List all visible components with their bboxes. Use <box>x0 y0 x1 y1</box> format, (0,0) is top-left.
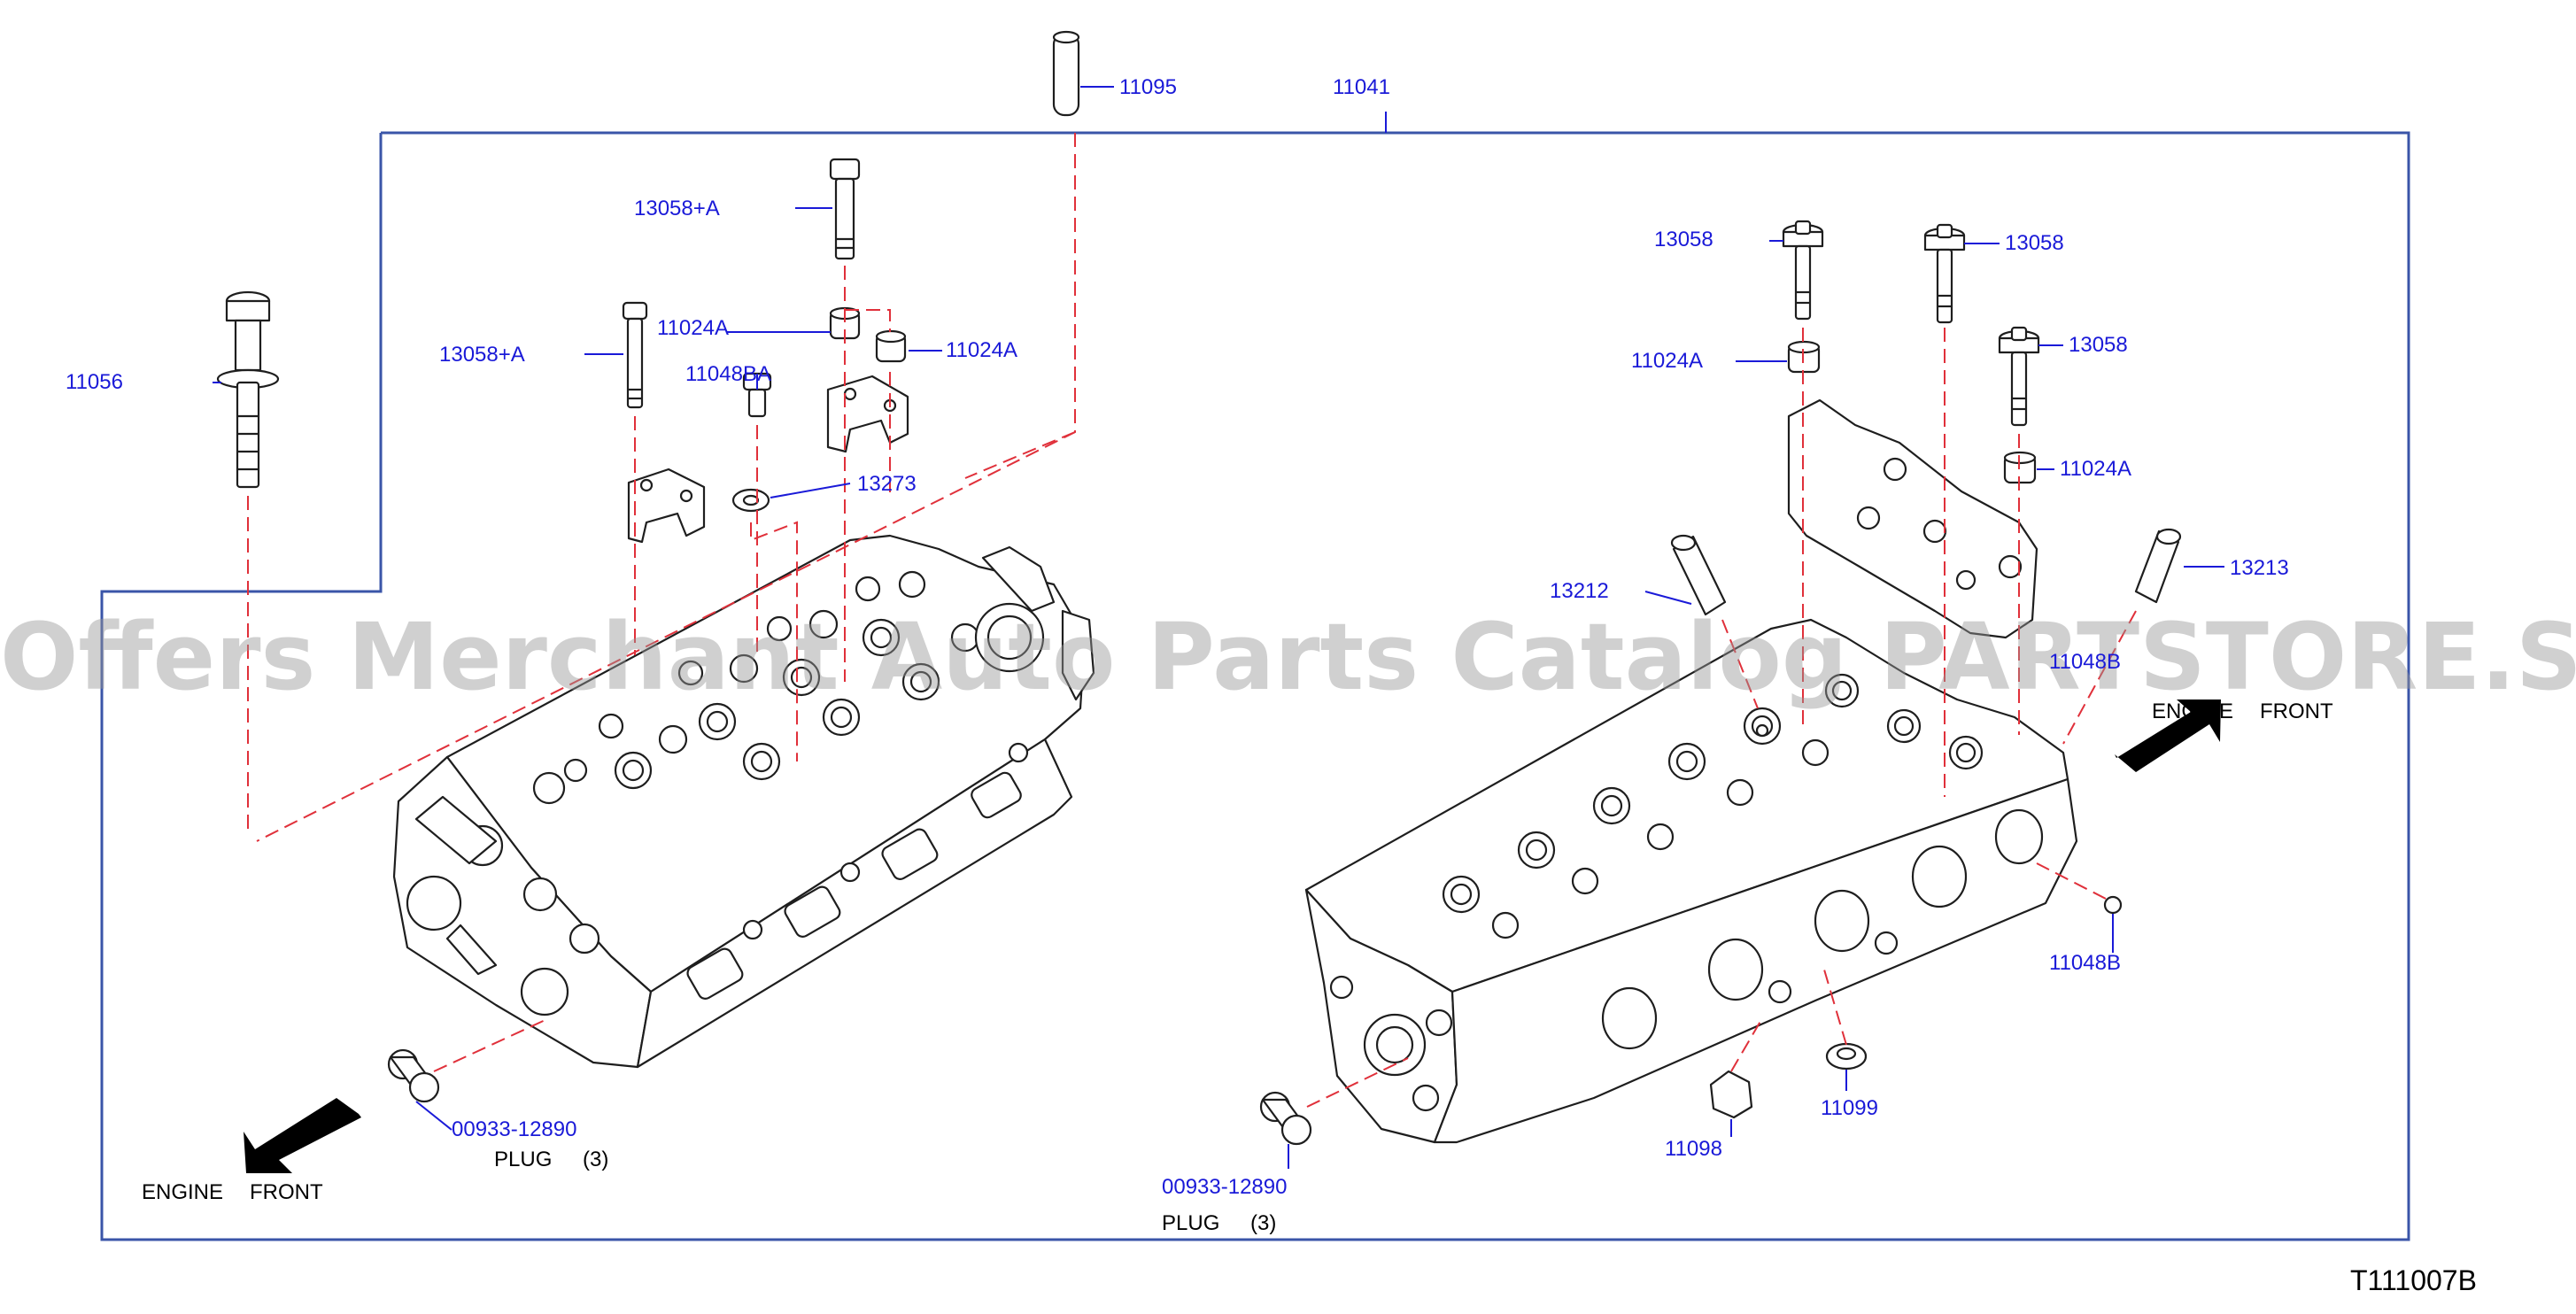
label-11095[interactable]: 11095 <box>1119 75 1177 99</box>
leader-lines <box>213 86 2224 1169</box>
bolt-13058A-top <box>829 158 861 260</box>
label-11024A-left1[interactable]: 11024A <box>657 316 729 340</box>
plug-00933-right <box>1259 1091 1312 1146</box>
sleeve-13213 <box>2134 528 2182 604</box>
bolt-13058-r3 <box>1998 326 2040 427</box>
bolt-13058-r1 <box>1782 220 1824 321</box>
nut-11098 <box>1709 1070 1753 1119</box>
washer-11099 <box>1825 1042 1868 1071</box>
dashed-alignment-lines <box>247 133 2137 1108</box>
right-cylinder-head <box>1304 398 2078 1144</box>
bolt-13058A-mid <box>622 301 648 409</box>
label-13273[interactable]: 13273 <box>857 472 917 496</box>
bolt-11056 <box>216 290 280 489</box>
label-11041[interactable]: 11041 <box>1333 75 1390 99</box>
plug-note-right: PLUG <box>1162 1211 1220 1235</box>
label-11048B-hidden[interactable]: 11048B <box>2049 650 2121 674</box>
plug-qty-right: (3) <box>1250 1211 1277 1235</box>
engine-front-arrow-right <box>2115 700 2221 772</box>
label-11048BA[interactable]: 11048BA <box>685 362 771 386</box>
label-11024A-left2[interactable]: 11024A <box>946 338 1017 362</box>
engine-front-left-engine: ENGINE <box>142 1180 224 1204</box>
cam-cap-left <box>826 375 909 453</box>
engine-front-left-front: FRONT <box>250 1180 323 1204</box>
washer-13273 <box>731 488 770 513</box>
label-11048B[interactable]: 11048B <box>2049 951 2121 975</box>
label-13213[interactable]: 13213 <box>2230 556 2289 580</box>
label-13058A-top[interactable]: 13058+A <box>634 197 720 220</box>
plug-11048B <box>2103 895 2123 915</box>
label-11024A-r1[interactable]: 11024A <box>1631 349 1703 373</box>
label-11024A-r2[interactable]: 11024A <box>2060 457 2131 481</box>
dowel-11095 <box>1052 30 1080 117</box>
collar-11024A-left2 <box>875 329 907 363</box>
label-13058-r3[interactable]: 13058 <box>2069 333 2128 357</box>
label-13212[interactable]: 13212 <box>1550 579 1609 603</box>
engine-front-arrow-left <box>244 1098 361 1173</box>
bolt-13058-r2 <box>1923 223 1966 324</box>
plug-00933-left <box>387 1048 440 1103</box>
figure-code: T111007B <box>2350 1264 2477 1296</box>
engine-front-right-front: FRONT <box>2260 700 2333 723</box>
label-11056[interactable]: 11056 <box>66 370 123 394</box>
engine-front-right-engine: ENGINE <box>2152 700 2234 723</box>
left-cylinder-head <box>392 534 1095 1069</box>
label-00933-right[interactable]: 00933-12890 <box>1162 1175 1288 1199</box>
label-13058-r1[interactable]: 13058 <box>1654 228 1713 251</box>
label-11098[interactable]: 11098 <box>1665 1137 1722 1161</box>
sleeve-13212 <box>1670 534 1727 616</box>
plug-note-left: PLUG <box>494 1148 553 1171</box>
label-13058-r2[interactable]: 13058 <box>2005 231 2064 255</box>
plug-qty-left: (3) <box>583 1148 609 1171</box>
assembly-frame <box>100 131 2410 1241</box>
label-11099[interactable]: 11099 <box>1821 1096 1878 1120</box>
label-00933-left[interactable]: 00933-12890 <box>452 1117 577 1141</box>
label-13058A-mid[interactable]: 13058+A <box>439 343 525 367</box>
cam-cap-mid <box>627 468 706 544</box>
